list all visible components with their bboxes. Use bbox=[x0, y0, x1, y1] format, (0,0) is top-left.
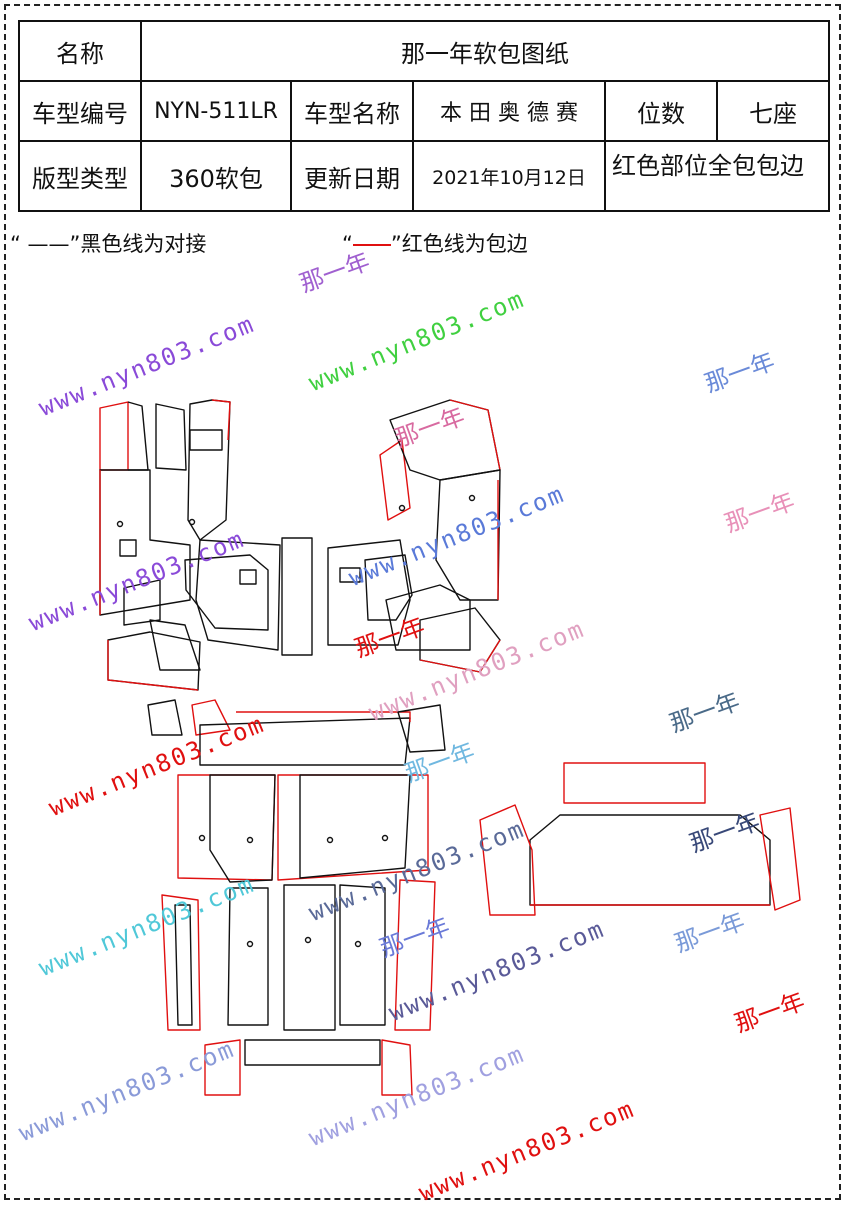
info-table: 名称 那一年软包图纸 车型编号 NYN-511LR 车型名称 本 田 奥 德 赛… bbox=[18, 20, 830, 212]
seats-value: 七座 bbox=[716, 80, 830, 142]
pattern-second-row bbox=[161, 774, 436, 1031]
pattern-middle-row bbox=[147, 699, 446, 766]
model-name-label: 车型名称 bbox=[290, 80, 414, 142]
pattern-front-left bbox=[99, 399, 281, 691]
legend-black-line: “ ——”黑色线为对接 bbox=[10, 232, 207, 256]
update-date-label: 更新日期 bbox=[290, 140, 414, 212]
model-name-value: 本 田 奥 德 赛 bbox=[412, 80, 606, 142]
pattern-type-label: 版型类型 bbox=[18, 140, 142, 212]
model-code-label: 车型编号 bbox=[18, 80, 142, 142]
name-value: 那一年软包图纸 bbox=[140, 20, 830, 82]
legend-red-quote: “ bbox=[342, 232, 353, 256]
name-label: 名称 bbox=[18, 20, 142, 82]
update-date-value: 2021年10月12日 bbox=[412, 140, 606, 212]
note-value: 红色部位全包包边 bbox=[604, 140, 830, 212]
model-code-value: NYN-511LR bbox=[140, 80, 292, 142]
legend-red-text: ”红色线为包边 bbox=[390, 232, 528, 256]
pattern-rear-row bbox=[204, 1039, 413, 1096]
drawing-sheet-border bbox=[4, 4, 841, 1200]
seats-label: 位数 bbox=[604, 80, 718, 142]
pattern-type-value: 360软包 bbox=[140, 140, 292, 212]
pattern-front-right bbox=[281, 399, 501, 673]
legend-red-sample bbox=[352, 244, 391, 246]
pattern-trunk bbox=[479, 762, 801, 916]
legend-red-line: “ ”红色线为包边 bbox=[342, 228, 528, 258]
